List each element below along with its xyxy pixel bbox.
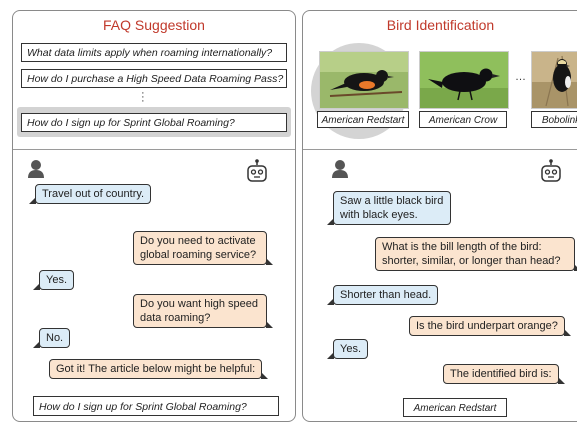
chat-bubble-user: Shorter than head. (326, 285, 439, 305)
candidate-label: American Redstart (317, 111, 409, 128)
bird-result-label: American Redstart (403, 398, 507, 417)
horizontal-ellipsis: … (515, 71, 526, 83)
chat-bubble-bot: Is the bird underpart orange? (409, 316, 571, 336)
candidate-label: Bobolink (531, 111, 577, 128)
robot-bot-icon (541, 159, 561, 182)
chat-bubble-user: Yes. (326, 339, 369, 359)
chat-bubble-user: Travel out of country. (28, 184, 152, 204)
faq-result-article[interactable]: How do I sign up for Sprint Global Roami… (33, 396, 279, 416)
chat-bubble-bot: The identified bird is: (443, 364, 564, 384)
vertical-ellipsis: ··· (141, 87, 145, 107)
chat-bubble-bot: Got it! The article below might be helpf… (49, 359, 269, 379)
candidate-label: American Crow (419, 111, 507, 128)
chat-bubble-user: Saw a little black bird with black eyes. (327, 191, 451, 225)
faq-suggestion-item[interactable]: How do I purchase a High Speed Data Roam… (21, 69, 287, 88)
faq-suggestion-panel: FAQ Suggestion What data limits apply wh… (12, 10, 296, 422)
chat-bubble-bot: Do you want high speed data roaming? (133, 294, 273, 328)
chat-bubble-user: No. (32, 328, 71, 348)
bird-panel-title: Bird Identification (386, 17, 495, 33)
faq-suggestion-item[interactable]: What data limits apply when roaming inte… (21, 43, 287, 62)
panel-divider (303, 149, 577, 150)
american-crow-photo[interactable] (419, 51, 509, 109)
user-person-icon (28, 160, 44, 178)
faq-panel-title: FAQ Suggestion (103, 17, 205, 33)
chat-bubble-user: Yes. (32, 270, 75, 290)
panel-divider (13, 149, 295, 150)
american-redstart-photo[interactable] (319, 51, 409, 109)
chat-bubble-bot: What is the bill length of the bird: sho… (375, 237, 577, 271)
chat-bubble-bot: Do you need to activate global roaming s… (133, 231, 273, 265)
faq-suggestion-item-selected[interactable]: How do I sign up for Sprint Global Roami… (21, 113, 287, 132)
robot-bot-icon (247, 159, 267, 182)
bird-identification-panel: Bird Identification … American Redstar (302, 10, 577, 422)
bobolink-photo[interactable] (531, 51, 577, 109)
user-person-icon (332, 160, 348, 178)
